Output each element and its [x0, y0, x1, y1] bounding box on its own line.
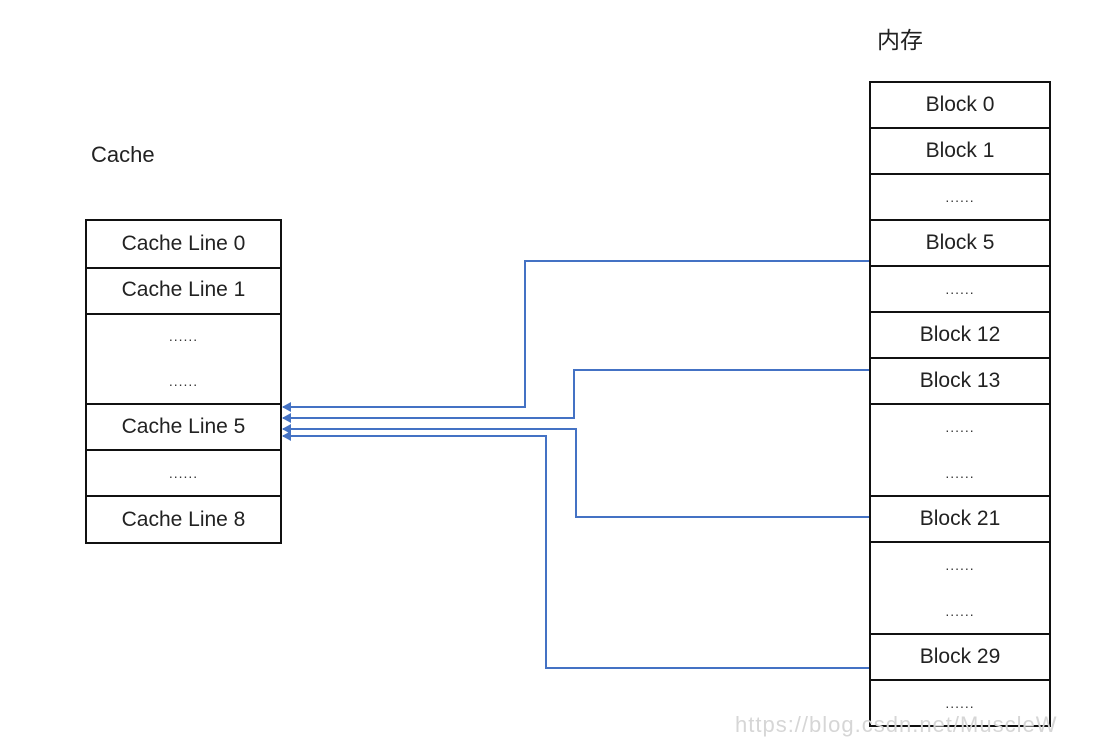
memory-block-stack: Block 0 Block 1 ...... Block 5 ...... Bl…: [869, 81, 1051, 727]
connector-block21-to-cacheline5: [282, 424, 869, 518]
memory-ellipsis-1: ......: [871, 175, 1049, 221]
memory-ellipsis-6: ......: [871, 589, 1049, 635]
memory-ellipsis-4: ......: [871, 451, 1049, 497]
cache-line-1: Cache Line 1: [87, 267, 280, 315]
memory-block-12: Block 12: [871, 313, 1049, 359]
cache-ellipsis-1: ......: [168, 328, 199, 344]
memory-ellipsis-7: ......: [945, 695, 975, 711]
watermark-text: https://blog.csdn.net/MuscleW: [735, 712, 1058, 737]
memory-block-21: Block 21: [871, 497, 1049, 543]
memory-title: 内存: [877, 28, 923, 54]
connector-block29-to-cacheline5: [282, 431, 869, 669]
connector-block13-to-cacheline5: [282, 369, 869, 423]
cache-line-8: Cache Line 8: [121, 507, 246, 531]
memory-block-0: Block 0: [871, 83, 1049, 129]
cache-ellipsis-2: ......: [87, 358, 280, 405]
memory-ellipsis-2: ......: [871, 267, 1049, 313]
cache-line-stack: Cache Line 0 Cache Line 1 ...... ...... …: [85, 219, 282, 544]
cache-ellipsis-3: ......: [87, 451, 280, 497]
cache-line-5: Cache Line 5: [87, 405, 280, 451]
memory-ellipsis-3: ......: [945, 419, 975, 435]
cache-title: Cache: [91, 142, 155, 167]
cache-line-0: Cache Line 0: [87, 221, 280, 269]
memory-block-1: Block 1: [871, 129, 1049, 175]
connector-block5-to-cacheline5: [282, 260, 869, 412]
memory-ellipsis-5: ......: [945, 557, 975, 573]
memory-block-29: Block 29: [871, 635, 1049, 681]
memory-block-5: Block 5: [871, 221, 1049, 267]
memory-block-13: Block 13: [871, 359, 1049, 405]
